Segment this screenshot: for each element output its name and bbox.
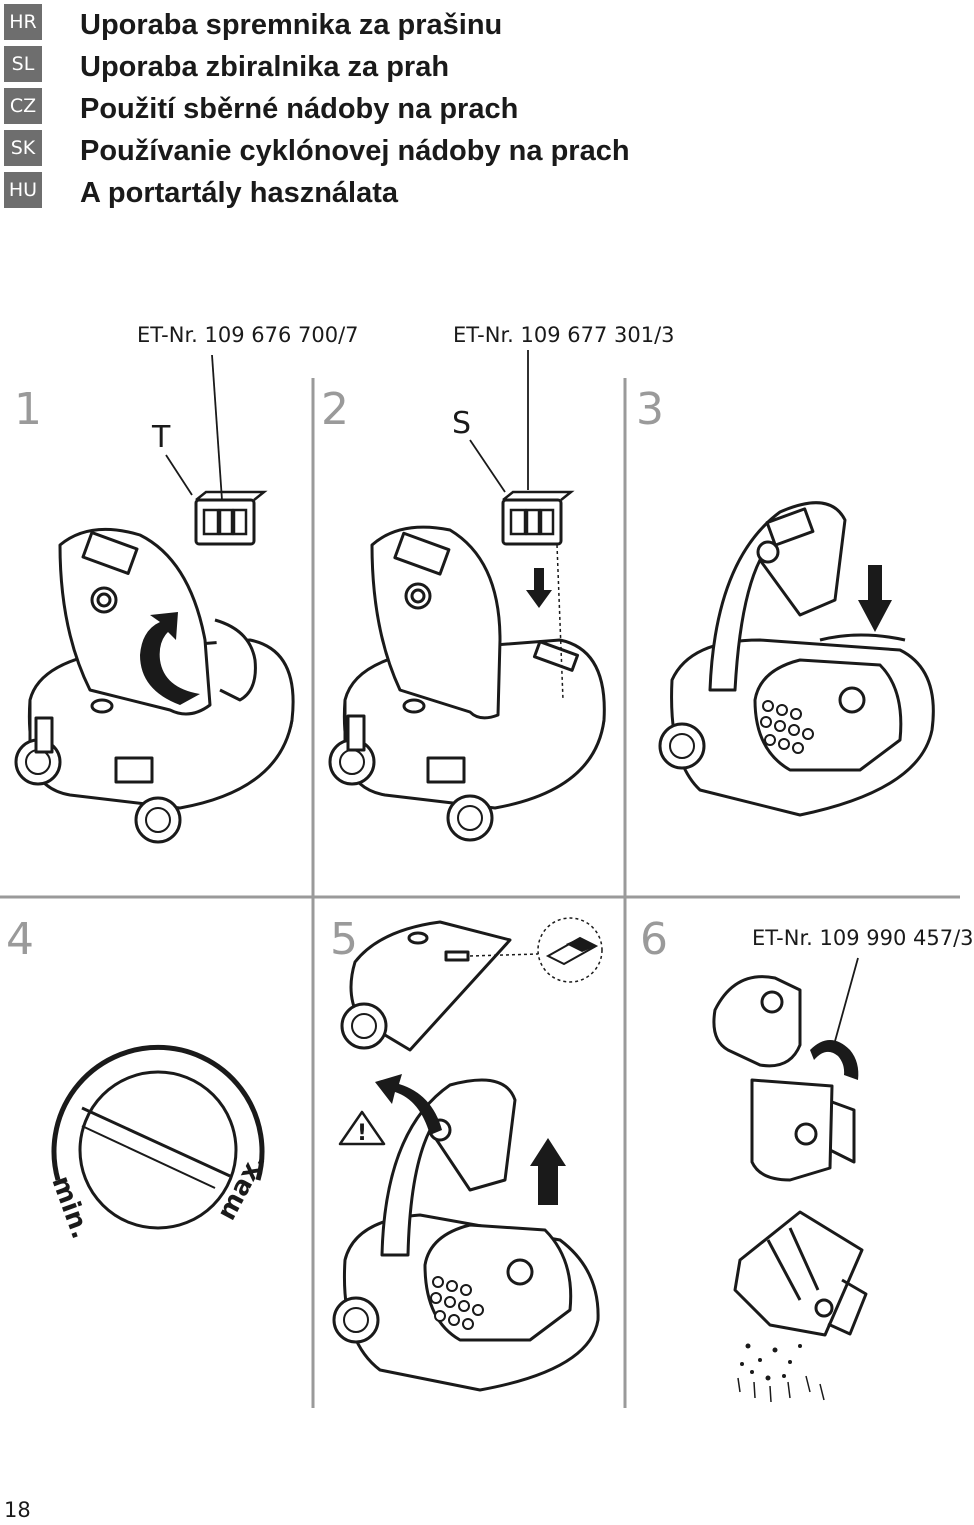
page-number: 18 [4,1498,31,1522]
filter-t-part [194,490,266,546]
press-arrow-icon [858,565,892,632]
step-number-3: 3 [636,384,664,435]
step-number-6: 6 [640,914,668,965]
step-number-4: 4 [6,914,34,965]
step-5-container-holes [430,1276,484,1330]
leader-lines [165,350,859,1053]
dust-falling-lines [737,1375,825,1403]
title-hu: A portartály használata [80,177,399,209]
page-titles: Uporaba spremnika za prašinu Uporaba zbi… [80,4,630,214]
step-6-container-illustration [712,975,868,1337]
step-number-2: 2 [321,384,349,435]
lift-container-arrow-icon [530,1138,566,1205]
lang-badge-cz: CZ [4,88,42,124]
lang-badge-hr: HR [4,4,42,40]
step-number-1: 1 [14,384,42,435]
title-hr: Uporaba spremnika za prašinu [80,9,503,41]
cyclone-container-holes [760,700,814,754]
panel-dividers [0,378,960,1408]
fill-level-gauge: min. max. [45,1044,272,1243]
flip-arrow-icon [375,1074,442,1135]
detail-callout [469,917,603,983]
open-lid-arrow-icon [810,1040,859,1080]
filter-letter-t: T [152,420,171,455]
title-sl: Uporaba zbiralnika za prah [80,51,450,83]
warning-triangle-icon: ! [338,1110,386,1146]
part-number-container: ET-Nr. 109 990 457/3 [752,926,974,950]
dust-particles [740,1343,802,1381]
lang-badge-hu: HU [4,172,42,208]
lang-badge-sl: SL [4,46,42,82]
warning-symbol: ! [357,1121,367,1146]
step-1-vacuum-illustration [14,527,295,844]
step-number-5: 5 [330,914,358,965]
filter-letter-s: S [452,406,472,441]
part-number-filter-s: ET-Nr. 109 677 301/3 [453,323,675,347]
step-3-vacuum-illustration [658,501,935,817]
language-badges: HR SL CZ SK HU [4,4,42,214]
lift-arrow-icon [140,612,200,705]
lang-badge-sk: SK [4,130,42,166]
title-sk: Používanie cyklónovej nádoby na prach [80,135,630,167]
insert-arrow-icon [526,568,552,608]
filter-s-part [501,490,573,546]
title-cz: Použití sběrné nádoby na prach [80,93,519,125]
step-2-vacuum-illustration [328,525,606,842]
part-number-filter-t: ET-Nr. 109 676 700/7 [137,323,359,347]
